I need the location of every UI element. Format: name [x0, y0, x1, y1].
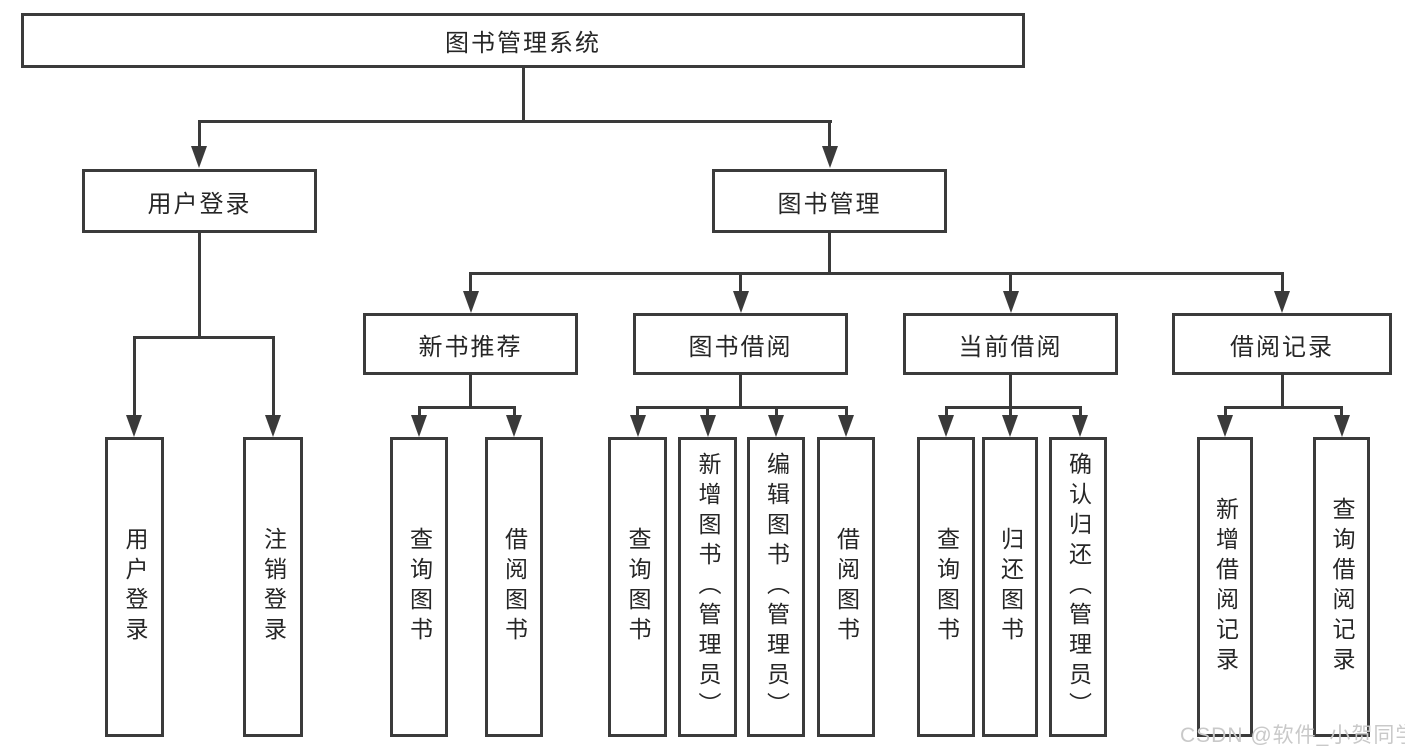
connector-line	[774, 406, 778, 419]
connector-line	[132, 336, 136, 419]
node-root-label: 图书管理系统	[445, 30, 601, 57]
leaf-bb-query-books-label: 查询图书	[625, 527, 651, 647]
leaf-nbr-borrow-books-label: 借阅图书	[501, 527, 528, 647]
node-book-borrow: 图书借阅	[633, 313, 848, 375]
leaf-cb-query-books: 查询图书	[917, 437, 975, 737]
arrowhead	[938, 415, 954, 437]
connector-line	[1223, 406, 1343, 409]
leaf-logout: 注销登录	[243, 437, 303, 737]
leaf-user-login-label: 用户登录	[122, 527, 148, 647]
arrowhead	[1217, 415, 1233, 437]
connector-line	[1340, 406, 1343, 419]
node-root: 图书管理系统	[21, 13, 1025, 68]
connector-line	[944, 406, 1082, 409]
csdn-watermark: CSDN @软件_小贺同学	[1180, 724, 1405, 747]
node-user-login-label: 用户登录	[147, 190, 252, 218]
arrowhead	[1002, 415, 1018, 437]
node-new-book-rec-label: 新书推荐	[418, 333, 523, 361]
connector-line	[1009, 373, 1012, 406]
leaf-bb-add-books-label: 新增图书（管理员）	[695, 452, 721, 722]
leaf-cb-query-books-label: 查询图书	[933, 527, 960, 647]
connector-line	[197, 231, 201, 336]
connector-line	[417, 406, 516, 409]
arrowhead	[821, 146, 838, 168]
arrowhead	[506, 415, 522, 437]
node-book-mgmt: 图书管理	[712, 169, 947, 233]
connector-line	[636, 406, 848, 409]
leaf-br-query-record-label: 查询借阅记录	[1329, 497, 1355, 677]
connector-line	[469, 272, 472, 297]
node-new-book-rec: 新书推荐	[363, 313, 578, 375]
arrowhead	[629, 415, 646, 437]
arrowhead	[1072, 415, 1088, 437]
connector-line	[828, 120, 831, 150]
arrowhead	[265, 415, 281, 437]
node-borrow-record: 借阅记录	[1172, 313, 1392, 375]
arrowhead	[1274, 291, 1290, 313]
connector-line	[828, 231, 831, 274]
arrowhead	[126, 415, 142, 437]
connector-line	[739, 373, 742, 406]
leaf-br-add-record-label: 新增借阅记录	[1212, 497, 1239, 677]
connector-line	[1008, 406, 1012, 419]
connector-line	[469, 373, 472, 406]
leaf-nbr-query-books-label: 查询图书	[406, 527, 433, 647]
connector-line	[132, 336, 275, 339]
arrowhead	[462, 291, 479, 313]
node-current-borrow: 当前借阅	[903, 313, 1118, 375]
connector-line	[706, 406, 709, 419]
node-current-borrow-label: 当前借阅	[958, 333, 1063, 361]
node-borrow-record-label: 借阅记录	[1230, 333, 1334, 361]
node-book-mgmt-label: 图书管理	[777, 190, 882, 218]
leaf-bb-query-books: 查询图书	[608, 437, 667, 737]
arrowhead	[411, 415, 427, 437]
leaf-br-add-record: 新增借阅记录	[1197, 437, 1253, 737]
arrowhead	[191, 146, 207, 168]
connector-line	[521, 66, 525, 120]
leaf-nbr-borrow-books: 借阅图书	[485, 437, 543, 737]
connector-line	[636, 406, 639, 419]
arrowhead	[732, 291, 749, 313]
leaf-bb-edit-books-label: 编辑图书（管理员）	[763, 452, 790, 722]
leaf-cb-return-books: 归还图书	[982, 437, 1038, 737]
connector-line	[417, 406, 421, 419]
connector-line	[944, 406, 948, 419]
arrowhead	[838, 415, 854, 437]
leaf-bb-edit-books: 编辑图书（管理员）	[747, 437, 805, 737]
leaf-bb-borrow-books: 借阅图书	[817, 437, 875, 737]
leaf-cb-confirm-return-label: 确认归还（管理员）	[1065, 452, 1092, 722]
leaf-nbr-query-books: 查询图书	[390, 437, 448, 737]
connector-line	[271, 336, 275, 419]
leaf-user-login: 用户登录	[105, 437, 164, 737]
leaf-cb-confirm-return: 确认归还（管理员）	[1049, 437, 1107, 737]
connector-line	[739, 272, 742, 297]
connector-line	[1280, 373, 1284, 406]
connector-line	[512, 406, 516, 419]
connector-line	[844, 406, 848, 419]
connector-line	[197, 120, 832, 123]
node-user-login: 用户登录	[82, 169, 317, 233]
leaf-bb-add-books: 新增图书（管理员）	[678, 437, 737, 737]
leaf-cb-return-books-label: 归还图书	[997, 527, 1024, 647]
leaf-logout-label: 注销登录	[260, 527, 287, 647]
connector-line	[469, 272, 1283, 275]
connector-line	[197, 120, 201, 150]
arrowhead	[1002, 291, 1019, 313]
arrowhead	[1333, 415, 1350, 437]
leaf-bb-borrow-books-label: 借阅图书	[833, 527, 860, 647]
connector-line	[1280, 272, 1284, 297]
leaf-br-query-record: 查询借阅记录	[1313, 437, 1370, 737]
connector-line	[1223, 406, 1227, 419]
connector-line	[1009, 272, 1012, 297]
connector-line	[1078, 406, 1082, 419]
arrowhead	[768, 415, 784, 437]
arrowhead	[699, 415, 716, 437]
node-book-borrow-label: 图书借阅	[688, 333, 793, 361]
